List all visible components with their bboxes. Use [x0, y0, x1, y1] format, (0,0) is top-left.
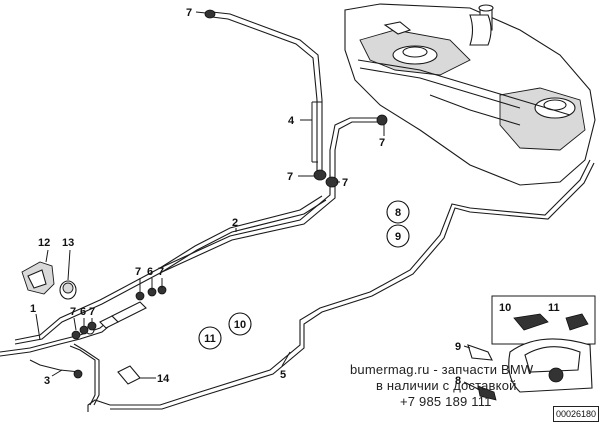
circle-label-9-center: 9 — [386, 224, 410, 248]
label-7-mid-left: 7 — [287, 171, 293, 183]
bracket-12 — [21, 261, 55, 295]
label-7-tank: 7 — [379, 137, 385, 149]
fuel-pipe-2 — [14, 195, 327, 345]
label-6-left: 6 — [80, 306, 86, 318]
label-7-left-a: 7 — [70, 306, 76, 318]
diagram-code: 00026180 — [553, 406, 599, 422]
label-7-center-b: 7 — [158, 266, 164, 278]
label-8: 8 — [395, 207, 401, 219]
label-7-center-a: 7 — [135, 266, 141, 278]
cap-13 — [59, 280, 77, 300]
label-1: 1 — [30, 303, 36, 315]
watermark-line-3: +7 985 189 111 — [400, 394, 492, 409]
circle-label-8-center: 8 — [386, 200, 410, 224]
label-7-left-b: 7 — [89, 306, 95, 318]
label-9-inset: 9 — [455, 341, 461, 353]
watermark-line-1: bumermag.ru - запчасти BMW — [350, 362, 534, 377]
inset-detail-box — [467, 295, 596, 401]
label-12: 12 — [38, 237, 50, 249]
leader-lines — [35, 11, 481, 391]
label-5: 5 — [280, 369, 286, 381]
label-10: 10 — [234, 319, 246, 331]
label-2: 2 — [232, 217, 238, 229]
fuel-tank — [344, 3, 596, 186]
label-13: 13 — [62, 237, 74, 249]
label-6-center: 6 — [147, 266, 153, 278]
bracket-14 — [117, 365, 141, 385]
label-7-top: 7 — [186, 7, 192, 19]
circle-label-10-center: 10 — [228, 312, 252, 336]
label-3: 3 — [44, 375, 50, 387]
watermark-line-2: в наличии с доставкой — [376, 378, 517, 393]
label-9: 9 — [395, 231, 401, 243]
label-11: 11 — [204, 333, 216, 345]
label-14: 14 — [157, 373, 170, 385]
label-4: 4 — [288, 115, 295, 127]
label-8-inset: 8 — [455, 375, 461, 387]
label-7-mid-right: 7 — [342, 177, 348, 189]
label-10-inset: 10 — [499, 302, 511, 314]
circle-label-11-center: 11 — [198, 326, 222, 350]
label-11-inset: 11 — [548, 302, 560, 314]
